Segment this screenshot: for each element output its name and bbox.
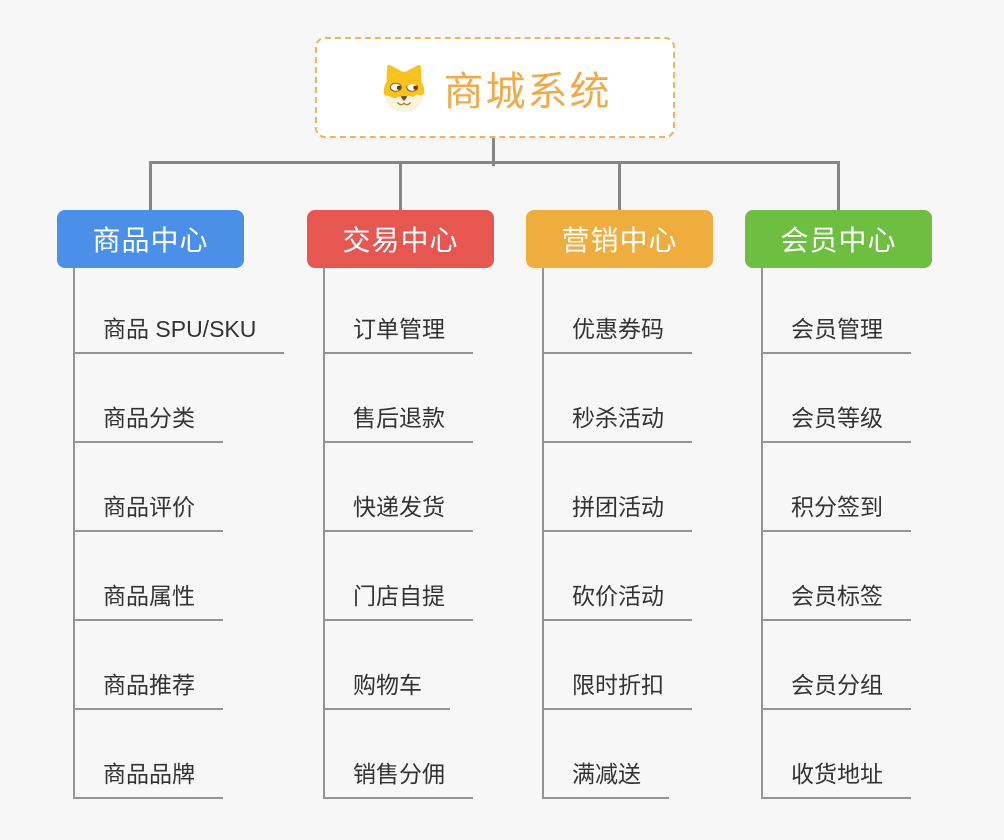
leaf-node[interactable]: 会员分组 <box>761 671 911 710</box>
connector-child-line <box>323 268 325 799</box>
leaf-node[interactable]: 会员管理 <box>761 315 911 354</box>
branch-label: 商品中心 <box>92 225 209 256</box>
leaf-label: 门店自提 <box>353 583 445 609</box>
leaf-label: 快递发货 <box>353 494 445 520</box>
leaf-node[interactable]: 门店自提 <box>323 582 473 621</box>
leaf-label: 拼团活动 <box>572 494 664 520</box>
branch-node[interactable]: 交易中心 <box>307 210 494 268</box>
leaf-node[interactable]: 优惠券码 <box>542 315 692 354</box>
dog-face-icon <box>379 63 429 113</box>
leaf-label: 满减送 <box>572 761 641 787</box>
leaf-label: 收货地址 <box>791 761 883 787</box>
leaf-label: 商品属性 <box>103 583 195 609</box>
leaf-label: 商品品牌 <box>103 761 195 787</box>
leaf-node[interactable]: 销售分佣 <box>323 760 473 799</box>
leaf-label: 会员等级 <box>791 405 883 431</box>
leaf-node[interactable]: 收货地址 <box>761 760 911 799</box>
leaf-label: 限时折扣 <box>572 672 664 698</box>
leaf-label: 商品分类 <box>103 405 195 431</box>
leaf-node[interactable]: 商品 SPU/SKU <box>73 315 285 354</box>
leaf-node[interactable]: 拼团活动 <box>542 493 692 532</box>
branch-node[interactable]: 商品中心 <box>57 210 244 268</box>
connector-branch-drop <box>149 162 152 210</box>
root-title: 商城系统 <box>443 69 612 114</box>
connector-child-line <box>761 268 763 799</box>
leaf-node[interactable]: 商品推荐 <box>73 671 223 710</box>
connector-branch-drop <box>399 162 402 210</box>
leaf-label: 会员标签 <box>791 583 883 609</box>
leaf-label: 售后退款 <box>353 405 445 431</box>
leaf-label: 购物车 <box>353 672 422 698</box>
connector-trunk-rail <box>149 161 840 164</box>
connector-root-drop <box>492 138 495 166</box>
connector-child-line <box>542 268 544 799</box>
connector-child-line <box>73 268 75 799</box>
leaf-node[interactable]: 快递发货 <box>323 493 473 532</box>
leaf-node[interactable]: 积分签到 <box>761 493 911 532</box>
leaf-label: 商品评价 <box>103 494 195 520</box>
branch-label: 营销中心 <box>561 225 678 256</box>
leaf-label: 秒杀活动 <box>572 405 664 431</box>
branch-node[interactable]: 会员中心 <box>745 210 932 268</box>
leaf-label: 会员分组 <box>791 672 883 698</box>
leaf-node[interactable]: 秒杀活动 <box>542 404 692 443</box>
leaf-node[interactable]: 商品属性 <box>73 582 223 621</box>
leaf-label: 销售分佣 <box>353 761 445 787</box>
connector-branch-drop <box>837 162 840 210</box>
branch-label: 会员中心 <box>780 225 897 256</box>
leaf-node[interactable]: 售后退款 <box>323 404 473 443</box>
branch-label: 交易中心 <box>342 225 459 256</box>
leaf-node[interactable]: 购物车 <box>323 671 450 710</box>
leaf-node[interactable]: 商品品牌 <box>73 760 223 799</box>
branch-node[interactable]: 营销中心 <box>526 210 713 268</box>
leaf-label: 商品推荐 <box>103 672 195 698</box>
leaf-label: 会员管理 <box>791 316 883 342</box>
leaf-node[interactable]: 会员等级 <box>761 404 911 443</box>
leaf-node[interactable]: 商品评价 <box>73 493 223 532</box>
leaf-label: 优惠券码 <box>572 316 664 342</box>
leaf-node[interactable]: 订单管理 <box>323 315 473 354</box>
leaf-label: 砍价活动 <box>572 583 664 609</box>
leaf-node[interactable]: 商品分类 <box>73 404 223 443</box>
leaf-node[interactable]: 会员标签 <box>761 582 911 621</box>
leaf-label: 订单管理 <box>353 316 445 342</box>
leaf-node[interactable]: 满减送 <box>542 760 669 799</box>
leaf-label: 积分签到 <box>791 494 883 520</box>
leaf-label: 商品 SPU/SKU <box>103 316 257 342</box>
connector-branch-drop <box>618 162 621 210</box>
root-node[interactable]: 商城系统 <box>315 37 675 138</box>
leaf-node[interactable]: 砍价活动 <box>542 582 692 621</box>
leaf-node[interactable]: 限时折扣 <box>542 671 692 710</box>
